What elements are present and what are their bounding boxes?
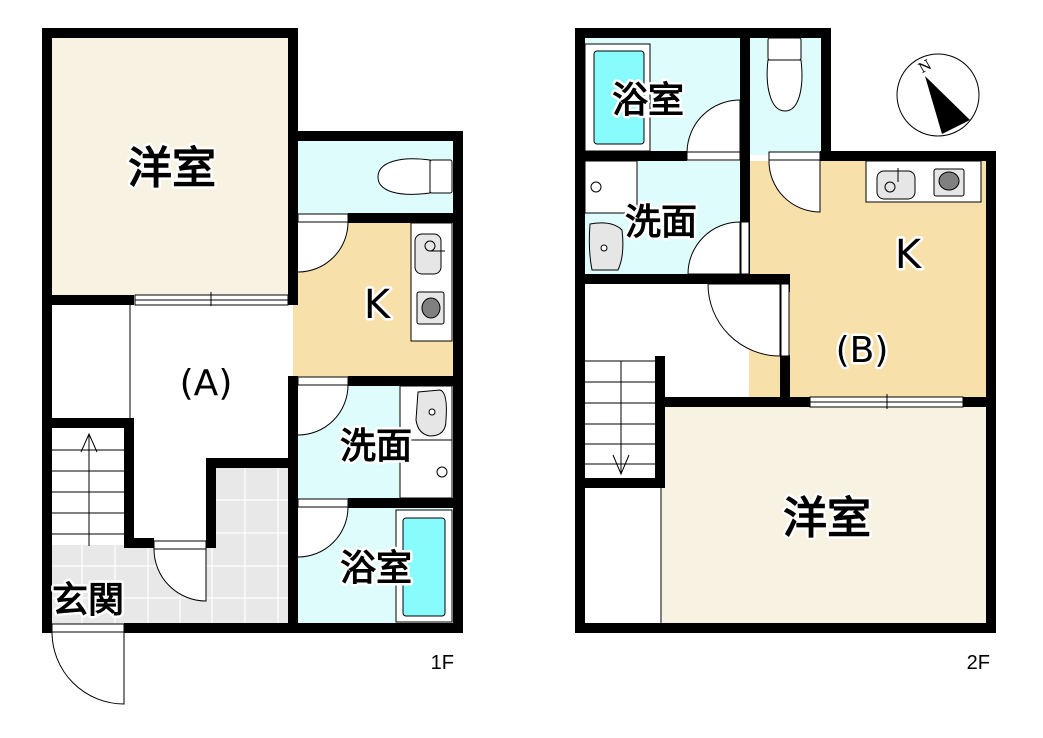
room-label-kitchen-1f: K (364, 282, 392, 328)
hall-a (50, 300, 293, 430)
room-label-bathroom-1f: 浴室 (340, 548, 412, 589)
room-label-washroom-1f: 洗面 (340, 426, 412, 467)
sink-icon (414, 233, 442, 275)
floor-label-2f: 2F (967, 652, 990, 674)
bathtub-2f (584, 43, 651, 152)
room-label-western-2f: 洋室 (783, 493, 871, 544)
window-1f (134, 292, 289, 306)
sink-icon-2f (876, 170, 916, 200)
window-2f (809, 394, 964, 409)
floor-label-1f: 1F (431, 652, 454, 674)
floor-2: 浴室 洗面 K (B) 洋室 2F N (575, 28, 996, 674)
room-label-western-1f: 洋室 (128, 143, 216, 194)
room-label-entrance: 玄関 (52, 580, 124, 621)
room-label-washroom-2f: 洗面 (625, 202, 697, 243)
toilet-icon-2f (766, 37, 803, 112)
kitchen-counter-1f (410, 222, 453, 342)
western-room-2f (662, 407, 986, 625)
bathtub-1f (395, 509, 453, 623)
staircase-down (585, 360, 656, 476)
compass-icon: N (896, 53, 980, 137)
washbasin-2f (584, 160, 638, 271)
western-room-1f (48, 33, 293, 297)
floor-1: 洋室 K (A) 洗面 浴室 玄関 1F (42, 28, 463, 705)
washbasin-1f (399, 385, 453, 499)
room-label-hall-b: (B) (836, 330, 889, 371)
kitchen-counter-2f (865, 160, 982, 203)
staircase-up (52, 432, 124, 546)
doors-1f (51, 213, 349, 705)
room-label-kitchen-2f: K (895, 232, 923, 278)
room-label-hall-a: (A) (180, 363, 233, 404)
toilet-icon (377, 158, 453, 195)
arrow-down-icon (612, 454, 630, 476)
walls-1f (42, 28, 463, 633)
arrow-up-icon (80, 432, 98, 453)
doors-2f (686, 99, 821, 357)
walls-2f (575, 28, 996, 633)
room-label-bathroom-2f: 浴室 (612, 80, 684, 121)
